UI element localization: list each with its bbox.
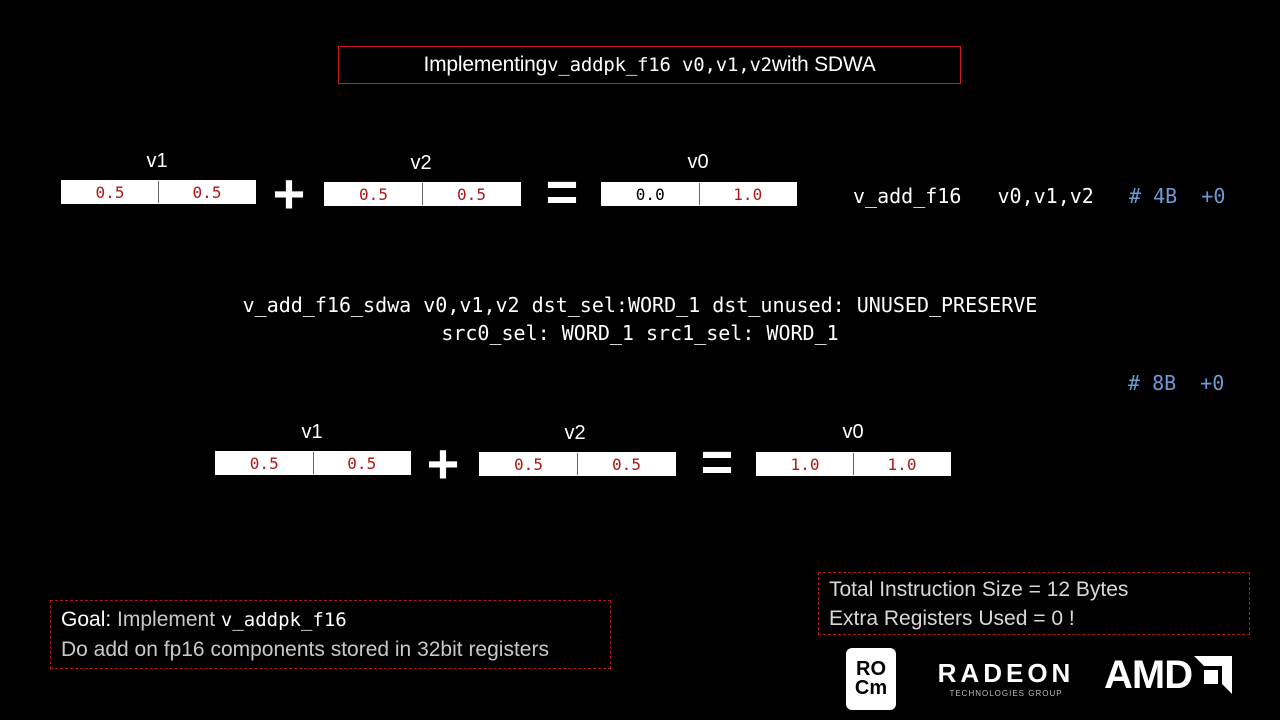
register-cell: 0.5 xyxy=(95,182,125,202)
register-cell: 0.5 xyxy=(359,184,388,204)
sdwa-instruction-line2: src0_sel: WORD_1 src1_sel: WORD_1 xyxy=(441,321,839,345)
row1-v2-label: v2 xyxy=(410,152,432,174)
summary-box: Total Instruction Size = 12 Bytes Extra … xyxy=(818,572,1250,635)
row2-v0-label: v0 xyxy=(842,421,864,443)
plus-sign: + xyxy=(272,162,306,225)
row1-v2-register: 0.5 0.5 xyxy=(324,182,521,206)
register-cell: 0.5 xyxy=(422,183,520,205)
register-cell: 1.0 xyxy=(698,183,797,205)
amd-logo: AMD xyxy=(1104,653,1260,697)
goal-label: Goal: xyxy=(61,608,112,631)
row2-v2-register: 0.5 0.5 xyxy=(479,452,676,476)
row1-instruction: v_add_f16 v0,v1,v2 xyxy=(853,184,1094,208)
row1-v1-label: v1 xyxy=(146,150,168,172)
row1-v1-register: 0.5 0.5 xyxy=(61,180,256,204)
goal-text: Implement xyxy=(111,608,221,631)
goal-code: v_addpk_f16 xyxy=(220,609,347,631)
register-cell: 0.5 xyxy=(312,452,411,474)
goal-line2: Do add on fp16 components stored in 32bi… xyxy=(61,638,549,661)
equals-sign: = xyxy=(700,430,734,493)
sdwa-instruction-line1: v_add_f16_sdwa v0,v1,v2 dst_sel:WORD_1 d… xyxy=(242,293,1038,317)
radeon-logo: RADEON TECHNOLOGIES GROUP xyxy=(937,658,1075,698)
register-cell: 0.5 xyxy=(577,453,675,475)
title-suffix: with SDWA xyxy=(771,53,876,76)
rocm-logo: RO Cm xyxy=(846,648,896,710)
plus-sign: + xyxy=(426,432,460,495)
register-cell: 0.5 xyxy=(514,454,543,474)
title-prefix: Implementing xyxy=(423,53,548,76)
register-cell: 1.0 xyxy=(790,454,820,474)
row1-v0-label: v0 xyxy=(687,151,709,173)
row2-v1-label: v1 xyxy=(301,421,323,443)
title-code: v_addpk_f16 v0,v1,v2 xyxy=(547,54,772,76)
register-cell: 0.5 xyxy=(158,181,255,203)
equals-sign: = xyxy=(545,160,579,223)
row1-comment: # 4B +0 xyxy=(1117,184,1226,208)
sdwa-comment: # 8B +0 xyxy=(1128,371,1225,395)
register-cell: 0.5 xyxy=(249,453,279,473)
row2-v2-label: v2 xyxy=(564,422,586,444)
register-cell: 1.0 xyxy=(853,453,950,475)
row2-v0-register: 1.0 1.0 xyxy=(756,452,951,476)
row1-v0-register: 0.0 1.0 xyxy=(601,182,797,206)
goal-line1: Goal: Implement v_addpk_f16 xyxy=(61,605,600,635)
amd-arrow-icon xyxy=(1194,656,1233,694)
slide-title: Implementing v_addpk_f16 v0,v1,v2 with S… xyxy=(338,46,961,84)
register-cell: 0.0 xyxy=(635,184,665,204)
row2-v1-register: 0.5 0.5 xyxy=(215,451,411,475)
goal-box: Goal: Implement v_addpk_f16 Do add on fp… xyxy=(50,600,611,669)
summary-line2: Extra Registers Used = 0 ! xyxy=(829,607,1075,630)
summary-line1: Total Instruction Size = 12 Bytes xyxy=(829,578,1129,601)
